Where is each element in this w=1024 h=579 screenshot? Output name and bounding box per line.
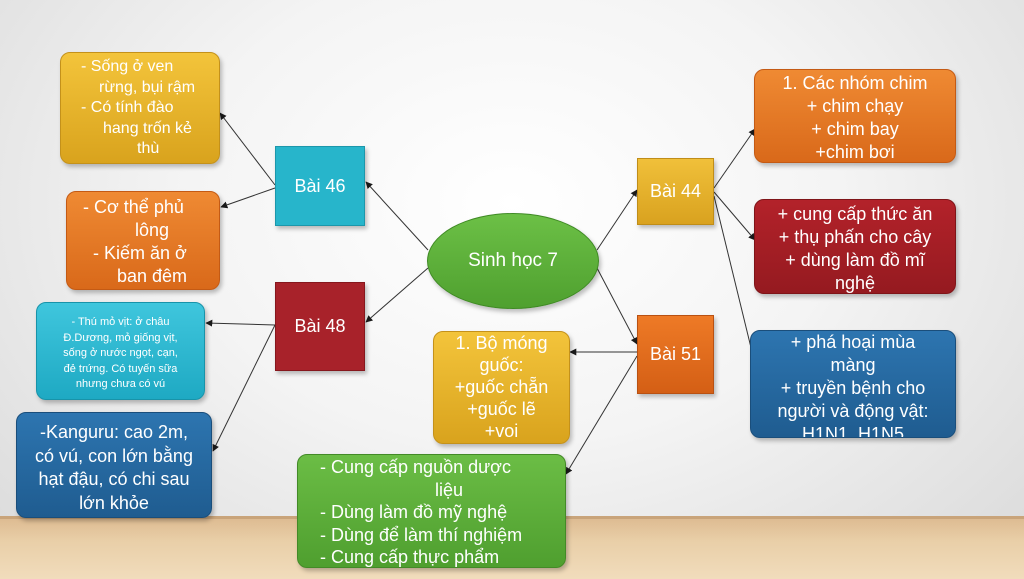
lesson-b48-label: Bài 48 <box>294 316 346 336</box>
b44-harms-line-3: + truyền bệnh cho <box>780 378 926 398</box>
b44-groups-line-4: +chim bơi <box>815 142 895 162</box>
b48-kangaroo-line-3: hạt đậu, có chi sau <box>38 469 190 489</box>
b46-body-line-1: - Cơ thể phủ <box>83 197 184 217</box>
lesson-b46-label: Bài 46 <box>294 175 346 196</box>
b44-groups-line-2: + chim chạy <box>806 96 904 116</box>
link-center-b46 <box>365 181 429 251</box>
lesson-b44: Bài 44 <box>637 158 714 225</box>
b48-platypus-line-1: - Thú mỏ vịt: ở châu <box>71 316 170 328</box>
link-b44-harms <box>713 195 757 365</box>
b51-uses-line-5: - Cung cấp thực phẩm <box>320 547 500 567</box>
b48-platypus-box: - Thú mỏ vịt: ở châu Đ.Dương, mỏ giống v… <box>36 302 205 400</box>
b48-platypus-line-4: đẻ trứng. Có tuyến sữa <box>63 362 178 375</box>
b46-habitat-line-2: rừng, bụi rậm <box>99 78 196 96</box>
b46-habitat-line-5: thù <box>137 140 160 157</box>
b44-benefits-line-3: + dùng làm đồ mĩ <box>785 250 925 270</box>
link-b46-habitat <box>219 112 276 186</box>
b51-hooves-line-1: 1. Bộ móng <box>455 333 548 353</box>
link-b51-uses <box>565 355 638 475</box>
b48-kangaroo-line-4: lớn khỏe <box>79 492 149 513</box>
b51-hooves-line-5: +voi <box>484 421 519 441</box>
b48-platypus-line-5: nhưng chưa có vú <box>75 378 166 390</box>
center-node: Sinh học 7 <box>427 213 599 309</box>
b51-uses-line-3: - Dùng làm đồ mỹ nghệ <box>320 502 508 522</box>
lesson-b51-label: Bài 51 <box>649 344 702 364</box>
b44-benefits-box: + cung cấp thức ăn + thụ phấn cho cây + … <box>754 199 956 294</box>
lesson-b48: Bài 48 <box>275 282 365 371</box>
b44-benefits-line-1: + cung cấp thức ăn <box>777 204 933 224</box>
b46-body-box: - Cơ thể phủ lông - Kiếm ăn ở ban đêm <box>66 191 220 290</box>
center-label: Sinh học 7 <box>468 250 558 271</box>
link-center-b51 <box>596 267 638 345</box>
b46-habitat-line-4: hang trốn kẻ <box>103 119 192 137</box>
b51-uses-line-2: liệu <box>435 479 464 500</box>
b51-uses-line-4: - Dùng để làm thí nghiệm <box>320 524 523 545</box>
link-center-b48 <box>365 267 429 323</box>
b51-hooves-line-3: +guốc chẵn <box>454 377 549 397</box>
b46-habitat-line-1: - Sống ở ven <box>81 58 174 75</box>
link-b44-benefits <box>713 191 756 241</box>
link-b48-platypus <box>205 319 276 327</box>
b44-harms-box: + phá hoại mùa màng + truyền bệnh cho ng… <box>750 330 956 438</box>
b44-harms-line-2: màng <box>830 355 876 375</box>
b44-groups-line-1: 1. Các nhóm chim <box>782 73 928 93</box>
b48-platypus-line-3: sống ở nước ngọt, cạn, <box>63 347 178 359</box>
b46-body-line-3: - Kiếm ăn ở <box>93 243 187 263</box>
link-b44-groups <box>713 128 756 189</box>
b44-benefits-line-2: + thụ phấn cho cây <box>778 227 932 247</box>
b51-hooves-box: 1. Bộ móng guốc: +guốc chẵn +guốc lẽ +vo… <box>433 331 570 444</box>
b44-harms-line-1: + phá hoại mùa <box>790 332 916 352</box>
b46-body-line-2: lông <box>135 220 170 240</box>
b44-harms-line-5: H1N1, H1N5 <box>801 424 905 438</box>
b48-kangaroo-box: -Kanguru: cao 2m, có vú, con lớn bằng hạ… <box>16 412 212 518</box>
b46-habitat-line-3: - Có tính đào <box>81 99 174 116</box>
b44-groups-line-3: + chim bay <box>811 119 899 139</box>
b51-uses-box: - Cung cấp nguồn dược liệu - Dùng làm đồ… <box>297 454 566 568</box>
link-b48-kangaroo <box>212 324 276 452</box>
b48-platypus-line-2: Đ.Dương, mỏ giống vịt, <box>63 331 178 344</box>
b46-habitat-box: - Sống ở ven rừng, bụi rậm - Có tính đào… <box>60 52 220 164</box>
b44-groups-box: 1. Các nhóm chim + chim chạy + chim bay … <box>754 69 956 163</box>
b48-kangaroo-line-1: -Kanguru: cao 2m, <box>39 422 189 442</box>
lesson-b44-label: Bài 44 <box>649 181 702 201</box>
b51-uses-line-1: - Cung cấp nguồn dược <box>320 457 511 477</box>
b46-body-line-4: ban đêm <box>117 266 188 286</box>
b48-kangaroo-line-2: có vú, con lớn bằng <box>35 445 193 466</box>
lesson-b51: Bài 51 <box>637 315 714 394</box>
b44-harms-line-4: người và động vật: <box>777 401 929 421</box>
b51-hooves-line-2: guốc: <box>479 355 524 375</box>
b51-hooves-line-4: +guốc lẽ <box>467 399 536 419</box>
link-b46-body <box>220 187 276 209</box>
lesson-b46: Bài 46 <box>275 146 365 226</box>
b44-benefits-line-4: nghệ <box>834 273 876 293</box>
link-center-b44 <box>596 189 638 251</box>
